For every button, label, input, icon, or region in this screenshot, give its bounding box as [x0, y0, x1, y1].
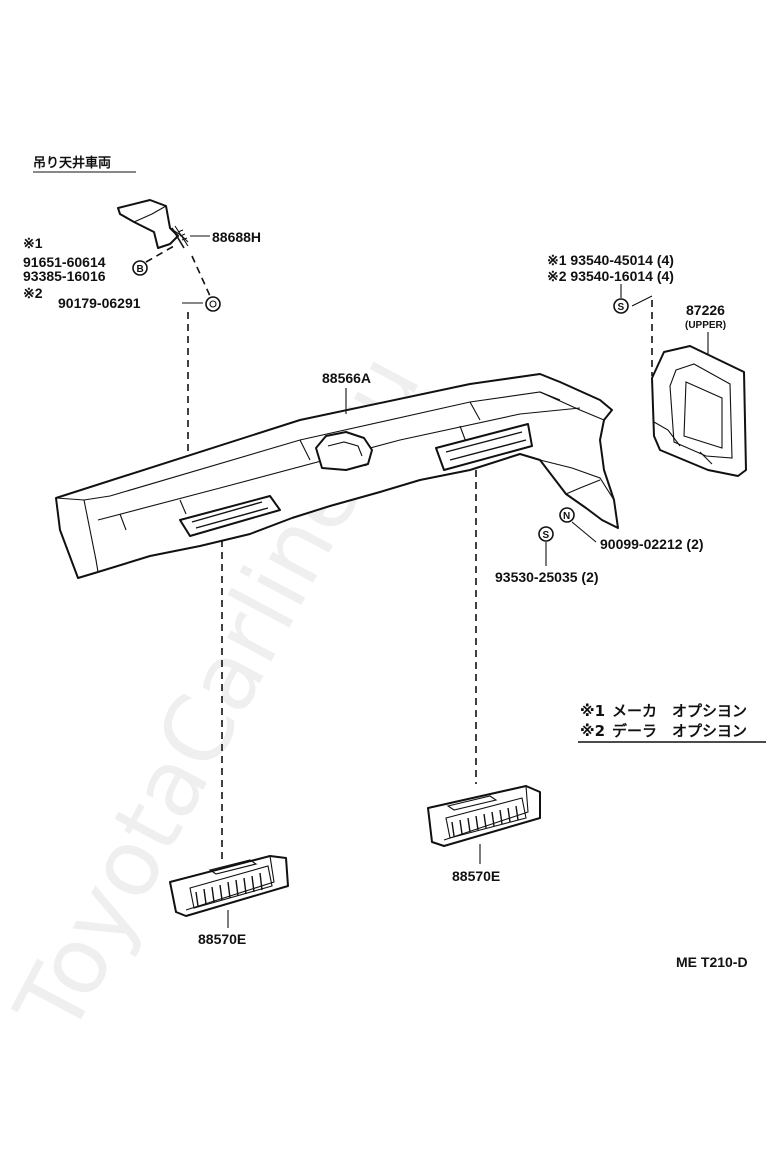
- label-91651-60614: 91651-60614: [23, 254, 106, 270]
- label-88688H: 88688H: [212, 229, 261, 245]
- title-suspended-ceiling: 吊り天井車両: [33, 155, 111, 171]
- label-opt1-mark: ※1: [23, 235, 43, 251]
- label-87226: 87226: [686, 302, 725, 318]
- label-left-88570E: 88570E: [198, 931, 246, 947]
- leader-s-to-cover: [631, 295, 653, 307]
- svg-text:B: B: [137, 264, 144, 275]
- register-right-88570E: [427, 785, 541, 847]
- bracket-88688H: [117, 199, 189, 249]
- label-90099-02212: 90099-02212 (2): [600, 536, 704, 552]
- register-left-88570E: [169, 855, 289, 917]
- s-circle-icon-lower: S: [538, 526, 554, 542]
- svg-text:N: N: [563, 511, 570, 522]
- nut-icon: [205, 296, 221, 312]
- console-88566A: [55, 373, 619, 579]
- label-93530-25035: 93530-25035 (2): [495, 569, 599, 585]
- label-93540-45014: ※1 93540-45014 (4): [547, 252, 674, 268]
- svg-text:S: S: [543, 530, 550, 541]
- leader-b-circle: [145, 245, 175, 263]
- label-right-88570E: 88570E: [452, 868, 500, 884]
- label-93385-16016: 93385-16016: [23, 268, 106, 284]
- label-88566A: 88566A: [322, 370, 371, 386]
- label-93540-16014: ※2 93540-16014 (4): [547, 268, 674, 284]
- s-circle-icon-right: S: [613, 298, 629, 314]
- legend-text-1: メーカ オプシヨン: [612, 702, 747, 720]
- dash-bolt-to-nut: [191, 255, 211, 297]
- leader-90099: [571, 521, 597, 543]
- label-opt2-mark: ※2: [23, 285, 43, 301]
- legend: ※1 メーカ オプシヨン ※2 デーラ オプシヨン: [578, 702, 766, 743]
- label-upper: (UPPER): [685, 320, 726, 331]
- n-circle-icon: N: [559, 507, 575, 523]
- legend-text-2: デーラ オプシヨン: [612, 722, 747, 740]
- cover-87226: [651, 345, 747, 477]
- legend-mark-1: ※1: [580, 702, 605, 720]
- label-90179-06291: 90179-06291: [58, 295, 141, 311]
- b-circle-icon: B: [132, 260, 148, 276]
- diagram-code: ME T210-D: [676, 954, 748, 970]
- legend-mark-2: ※2: [580, 722, 605, 740]
- svg-text:S: S: [618, 302, 625, 313]
